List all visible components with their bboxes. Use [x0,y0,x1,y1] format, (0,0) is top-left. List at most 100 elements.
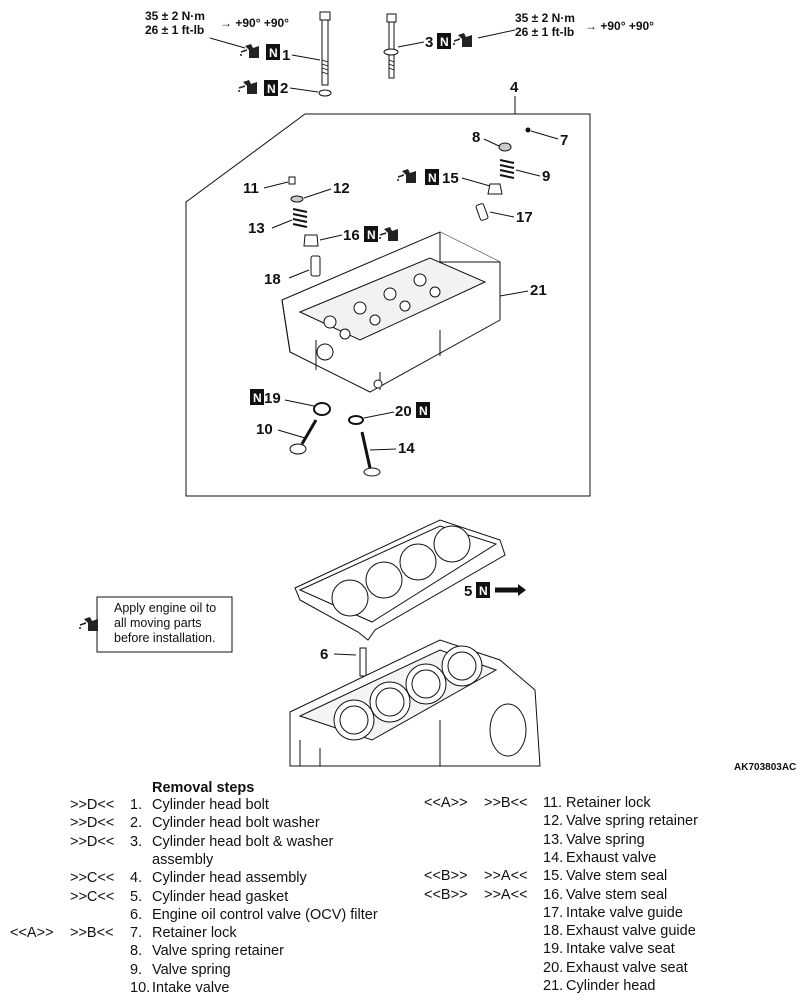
ocv-filter-part [359,647,367,677]
removal-step-code: >>C<< [70,888,115,905]
removal-step-text: Exhaust valve seat [566,959,688,976]
n-mark-15: N [428,171,437,185]
removal-step-text: Intake valve seat [566,941,675,958]
callout-3: 3 [425,34,433,51]
removal-step-code: <<A>> [424,795,468,811]
note-line-2: all moving parts [114,616,202,630]
removal-step-code: >>D<< [70,815,115,832]
removal-step-number: 3. [130,833,143,850]
removal-step-number: 17. [543,904,564,921]
removal-step-number: 12. [543,813,564,830]
callout-12: 12 [333,180,350,197]
oil-can-icon [452,32,473,48]
removal-step-code: >>D<< [70,797,115,813]
callout-13: 13 [248,220,265,237]
removal-step-number: 9. [130,961,143,978]
torque-right-line1: 35 ± 2 N·m [515,11,575,25]
callout-4: 4 [510,79,519,96]
removal-step-number: 4. [130,870,143,887]
removal-step-number: 5. [130,888,143,905]
removal-step-text: assembly [152,851,214,868]
figure-code: AK703803AC [734,762,796,773]
torque-right-line2: 26 ± 1 ft-lb [515,25,574,39]
torque-left-line2: 26 ± 1 ft-lb [145,23,204,37]
callout-11: 11 [243,180,259,197]
callout-20: 20 [395,403,412,420]
removal-step-text: Cylinder head bolt [152,797,269,813]
removal-step-number: 11. [543,795,563,811]
n-mark-5: N [479,584,488,598]
removal-step-number: 1. [130,797,143,813]
oil-can-icon [378,226,399,242]
removal-step-number: 2. [130,815,143,832]
cylinder-head-part [281,231,501,393]
removal-step-code: <<B>> [424,868,468,885]
n-mark-3: N [440,35,449,49]
callout-16: 16 [343,227,360,244]
removal-step-text: Intake valve guide [566,904,683,921]
removal-step-text: Cylinder head gasket [152,888,289,905]
removal-step-number: 20. [543,959,564,976]
removal-step-code: >>A<< [484,868,528,885]
cylinder-head-gasket-part [294,519,506,641]
removal-step-number: 6. [130,906,143,923]
removal-step-text: Cylinder head assembly [152,870,307,887]
removal-step-number: 13. [543,831,564,848]
removal-step-code: >>C<< [70,870,115,887]
removal-step-text: Cylinder head [566,978,656,994]
removal-step-code: >>A<< [484,886,528,903]
n-mark-19: N [253,391,262,405]
removal-step-code: >>D<< [70,833,115,850]
bolt-washer-part [318,89,332,97]
removal-steps-title: Removal steps [152,780,255,796]
removal-step-number: 15. [543,868,564,885]
bolt-washer-assembly-part [383,13,399,79]
callout-9: 9 [542,168,550,185]
n-mark-20: N [419,404,428,418]
callout-5: 5 [464,583,472,600]
exhaust-valve-seat-part [348,415,364,425]
removal-step-number: 19. [543,941,564,958]
callout-19: 19 [264,390,281,407]
removal-step-text: Engine oil control valve (OCV) filter [152,906,378,923]
intake-valve-seat-part [313,402,331,416]
removal-step-text: Valve stem seal [566,886,668,903]
note-box: Apply engine oil to all moving parts bef… [78,596,233,653]
exploded-view-diagram: 35 ± 2 N·m 26 ± 1 ft-lb → +90° +90° 35 ±… [78,9,796,773]
removal-step-text: Cylinder head bolt & washer [152,833,334,850]
removal-step-number: 7. [130,925,143,942]
removal-step-text: Retainer lock [152,925,237,942]
note-line-3: before installation. [114,631,215,645]
exhaust-valve-guide-part [310,255,321,277]
callout-7: 7 [560,132,568,149]
torque-left-line1: 35 ± 2 N·m [145,9,205,23]
removal-step-number: 16. [543,886,564,903]
removal-step-text: Exhaust valve [566,849,657,866]
removal-step-text: Exhaust valve guide [566,923,696,940]
n-mark-1: N [269,46,278,60]
oil-can-icon [237,79,258,95]
removal-step-number: 18. [543,923,564,940]
exhaust-valve-part [360,431,381,477]
callout-21: 21 [530,282,547,299]
n-mark-16: N [367,228,376,242]
note-line-1: Apply engine oil to [114,601,216,615]
removal-step-text: Intake valve [152,980,230,996]
removal-step-number: 8. [130,943,143,960]
callout-14: 14 [398,440,415,457]
removal-step-text: Valve spring retainer [152,943,284,960]
callout-18: 18 [264,271,281,288]
removal-step-code: <<A>> [10,925,54,942]
valve-stem-seal-part [487,183,503,195]
valve-spring-retainer-part [498,142,512,152]
removal-steps: Removal steps >>D<< 1. Cylinder head bolt >… [0,780,806,1003]
removal-step-text: Valve spring [566,831,645,848]
callout-10: 10 [256,421,273,438]
torque-left-angle: → +90° +90° [220,16,289,30]
removal-step-text: Cylinder head bolt washer [152,815,320,832]
oil-can-icon [78,616,99,632]
torque-right-angle: → +90° +90° [585,19,654,33]
valve-spring-part-2 [292,208,308,228]
callout-8: 8 [472,129,480,146]
cylinder-head-bolt-part [319,11,331,86]
